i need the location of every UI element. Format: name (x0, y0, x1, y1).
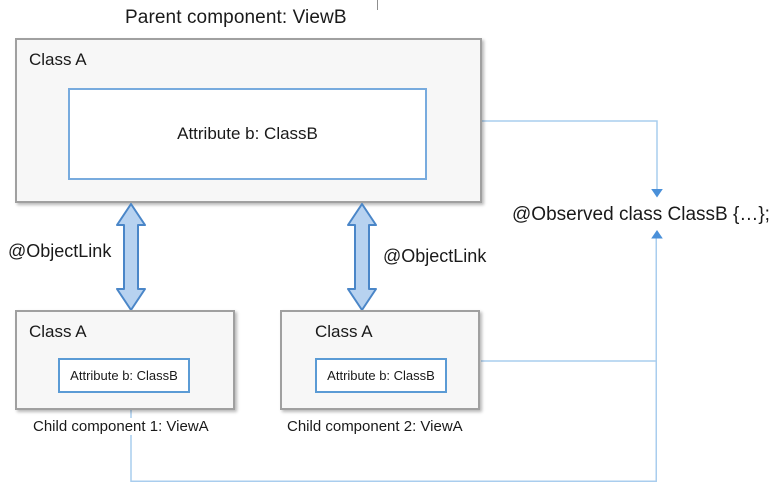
child2-attribute-box: Attribute b: ClassB (315, 358, 447, 393)
child1-attribute-box: Attribute b: ClassB (58, 358, 190, 393)
diagram-title: Parent component: ViewB (125, 7, 347, 28)
child1-attribute-label: Attribute b: ClassB (70, 368, 178, 383)
text-cursor-artifact (377, 0, 378, 10)
child-component-2-box: Class A Attribute b: ClassB (280, 310, 480, 410)
child2-attribute-label: Attribute b: ClassB (327, 368, 435, 383)
child-component-2-caption: Child component 2: ViewA (284, 418, 466, 435)
object-link-arrow-left-icon (116, 203, 146, 311)
parent-attribute-label: Attribute b: ClassB (177, 124, 318, 143)
connector-parent-to-observed (482, 120, 658, 190)
child-component-1-box: Class A Attribute b: ClassB (15, 310, 235, 410)
observed-class-annotation: @Observed class ClassB {…}; (510, 204, 772, 226)
parent-attribute-box: Attribute b: ClassB (68, 88, 427, 180)
arrowhead-down-icon (651, 189, 663, 198)
arrowhead-up-icon (651, 230, 663, 239)
child-component-1-caption: Child component 1: ViewA (30, 418, 212, 435)
parent-component-box: Class A Attribute b: ClassB (15, 38, 482, 203)
parent-class-label: Class A (29, 50, 87, 69)
object-link-arrow-right-icon (347, 203, 377, 311)
child1-class-label: Class A (29, 322, 87, 341)
object-link-label-left: @ObjectLink (8, 241, 112, 261)
object-link-label-right: @ObjectLink (383, 246, 487, 266)
child2-class-label: Class A (315, 322, 373, 341)
